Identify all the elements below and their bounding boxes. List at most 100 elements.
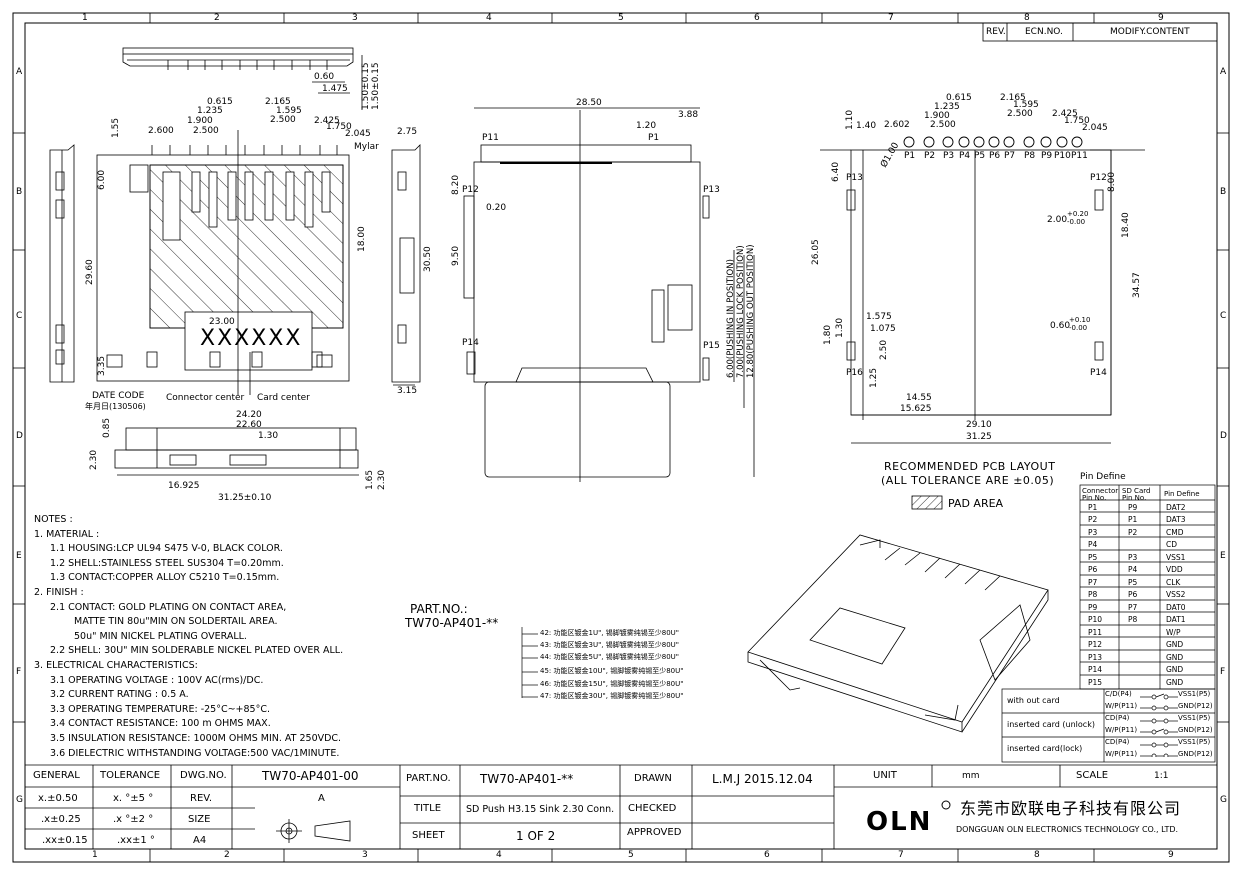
dwg-no-value: TW70-AP401-00 (262, 769, 359, 783)
grid-col-b3: 3 (362, 850, 368, 860)
switch-line: W/P(P11) (1105, 702, 1138, 710)
dim-label: -0.00 (1067, 218, 1086, 226)
pin-define-cell: GND (1166, 640, 1184, 649)
grid-col-b9: 9 (1168, 850, 1174, 860)
dim-label: 1.575 (866, 312, 892, 322)
pin-define-grid (1079, 484, 1216, 690)
grid-row-rb: B (1220, 187, 1227, 197)
dim-label: 1.900 (924, 111, 950, 121)
pin-define-cell: VSS1 (1166, 553, 1186, 562)
company-name-cn: 东莞市欧联电子科技有限公司 (960, 799, 1182, 818)
unit-value: mm (962, 771, 980, 781)
switch-line: CD(P4) (1105, 738, 1130, 746)
dim-label: 2.425 (314, 116, 340, 126)
dim-label: 22.60 (236, 420, 262, 430)
dim-label: 1.235 (934, 102, 960, 112)
left-profile-view (49, 144, 75, 383)
part-option: 42: 功能区镀金1U", 锡脚镀雾纯锡至少80U" (540, 629, 679, 637)
grid-col-5: 5 (618, 13, 624, 23)
dim-label: 3.35 (97, 355, 107, 376)
pin-label-p1: P1 (648, 133, 660, 143)
connector-pin-cell: P9 (1088, 603, 1098, 612)
switch-line: W/P(P11) (1105, 750, 1138, 758)
marking-text: XXXXXX (200, 326, 303, 351)
pushing-out-position-label: 12.80(PUSHING OUT POSITION) (746, 244, 756, 378)
pin-define-cell: DAT2 (1166, 503, 1186, 512)
dim-label: 8.00 (1107, 171, 1117, 192)
dim-label: +0.10 (1069, 316, 1091, 324)
grid-col-b4: 4 (496, 850, 502, 860)
top-view (96, 130, 350, 395)
state-label: with out card (1007, 696, 1060, 705)
dim-label: 1.30 (258, 431, 279, 441)
revision-block (982, 22, 1218, 42)
dim-label: 31.25 (966, 432, 992, 442)
grid-col-b8: 8 (1034, 850, 1040, 860)
state-label: inserted card (unlock) (1007, 720, 1095, 729)
pushing-in-position-label: 6.00(PUSHING IN POSITION) (726, 259, 736, 378)
connector-pin-cell: P13 (1088, 653, 1103, 662)
pin-label: P8 (1024, 151, 1036, 161)
pin-define-cell: GND (1166, 653, 1184, 662)
center-side-view (463, 107, 755, 482)
dim-label: 2.500 (193, 126, 219, 136)
right-profile-view (391, 144, 421, 386)
note-line: 2.2 SHELL: 30U" MIN SOLDERABLE NICKEL PL… (50, 645, 344, 657)
dim-label: 3.15 (397, 386, 418, 396)
mylar-label: Mylar (354, 142, 379, 152)
modify-content-header: MODIFY.CONTENT (1110, 27, 1190, 37)
dim-label: 1.475 (322, 84, 348, 94)
pad-area-label: PAD AREA (948, 497, 1004, 510)
grid-col-6: 6 (754, 13, 760, 23)
grid-col-8: 8 (1024, 13, 1030, 23)
part-option: 45: 功能区镀金10U", 锡脚镀雾纯锡至少80U" (540, 667, 684, 675)
sheet-field-value: 1 OF 2 (516, 829, 556, 843)
general-label: GENERAL (33, 770, 80, 781)
pin-label: P7 (1004, 151, 1016, 161)
dim-label: 16.925 (168, 481, 200, 491)
pin-label: P1 (904, 151, 916, 161)
switch-line: VSS1(P5) (1178, 714, 1211, 722)
note-line: MATTE TIN 80u"MIN ON SOLDERTAIL AREA. (74, 616, 278, 628)
grid-row-e: E (16, 551, 22, 561)
pin-label: P10 (1054, 151, 1071, 161)
sd-card-pin-cell: P1 (1128, 515, 1138, 524)
inner-frame (24, 22, 1218, 850)
dim-label: 2.165 (1000, 93, 1026, 103)
dim-label: 2.30 (377, 469, 387, 490)
connector-pin-cell: P15 (1088, 678, 1103, 687)
dim-label: 2.045 (345, 129, 371, 139)
grid-row-ra: A (1220, 67, 1227, 77)
connector-pin-cell: P10 (1088, 615, 1103, 624)
note-line: 3.4 CONTACT RESISTANCE: 100 m OHMS MAX. (50, 718, 271, 730)
side-strip-view (122, 47, 363, 110)
scale-label: SCALE (1076, 770, 1109, 781)
note-line: 3.5 INSULATION RESISTANCE: 1000M OHMS MI… (50, 732, 342, 744)
dim-label: 2.602 (884, 120, 910, 130)
grid-col-4: 4 (486, 13, 492, 23)
approved-label: APPROVED (627, 827, 682, 838)
dim-label: 1.20 (636, 121, 657, 131)
dim-label: 29.60 (85, 259, 95, 285)
grid-row-rf: F (1220, 667, 1226, 677)
switch-line: GND(P12) (1178, 702, 1213, 710)
grid-ticks (13, 13, 1229, 862)
pin-label-p12: P12 (462, 185, 479, 195)
checked-label: CHECKED (628, 803, 677, 814)
grid-row-g: G (16, 795, 23, 805)
note-line: 2.1 CONTACT: GOLD PLATING ON CONTACT ARE… (50, 601, 287, 613)
dim-label: 29.10 (966, 420, 992, 430)
dim-label: 2.75 (397, 127, 418, 137)
note-line: 1.3 CONTACT:COPPER ALLOY C5210 T=0.15mm. (50, 572, 280, 584)
grid-col-b2: 2 (224, 850, 230, 860)
part-option: 47: 功能区镀金30U", 锡脚镀雾纯锡至少80U" (540, 692, 684, 700)
oln-logo-icon: OLN (866, 800, 951, 837)
switch-line: GND(P12) (1178, 750, 1213, 758)
grid-row-f: F (16, 667, 22, 677)
front-view (114, 427, 359, 476)
date-code-label: DATE CODE (92, 391, 145, 401)
tolerance-label: TOLERANCE (100, 770, 161, 781)
connector-pin-cell: P12 (1088, 640, 1103, 649)
dim-label: 6.40 (831, 161, 841, 182)
pin-define-cell: DAT3 (1166, 515, 1186, 524)
